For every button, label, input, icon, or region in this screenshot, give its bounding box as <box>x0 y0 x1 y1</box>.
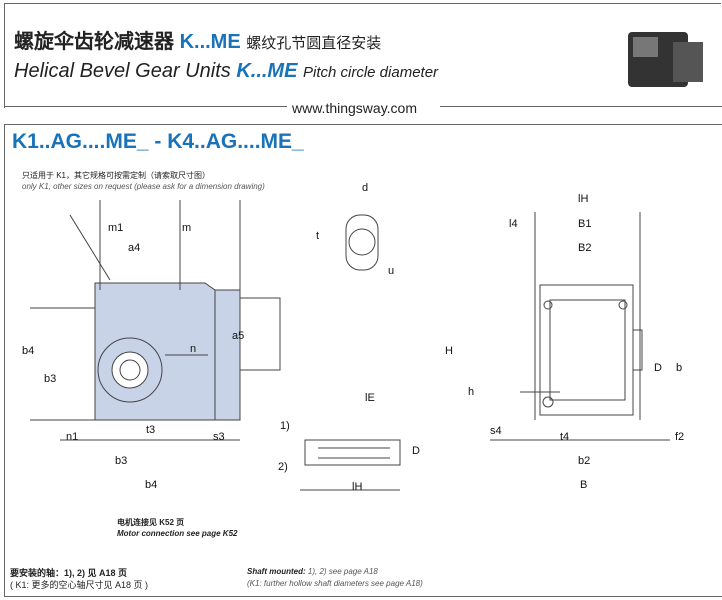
header-box <box>4 3 721 108</box>
dim-b2: b2 <box>578 455 591 467</box>
ref-2: 2) <box>278 461 288 473</box>
divider <box>440 106 722 107</box>
dim-s4: s4 <box>490 425 502 437</box>
dim-t4: t4 <box>560 431 570 443</box>
dim-B1: B1 <box>578 218 592 230</box>
dim-D-right: D <box>654 362 662 374</box>
dim-lH-top: lH <box>578 193 589 205</box>
motor-note-cn: 电机连接见 K52 页 <box>117 518 185 527</box>
shaft-note-cn-1: 要安装的轴：1), 2) 见 A18 页 <box>10 568 128 578</box>
shaft-note-cn-2: ( K1: 更多的空心轴尺寸见 A18 页 ) <box>10 580 149 590</box>
dim-H: H <box>445 345 453 357</box>
section-title: K1..AG....ME_ - K4..AG....ME_ <box>12 130 304 153</box>
dim-a5: a5 <box>232 330 245 342</box>
dim-n1: n1 <box>66 431 79 443</box>
dim-B: B <box>580 479 588 491</box>
dim-f2: f2 <box>675 431 685 443</box>
dim-lE: lE <box>365 392 375 404</box>
dim-a4: a4 <box>128 242 141 254</box>
website-url[interactable]: www.thingsway.com <box>292 100 418 116</box>
shaft-note-en-2: (K1: further hollow shaft diameters see … <box>247 579 423 588</box>
divider <box>4 106 287 107</box>
dim-D: D <box>412 445 420 457</box>
dim-t: t <box>316 230 320 242</box>
title-en: Helical Bevel Gear Units K...ME Pitch ci… <box>14 60 439 82</box>
note-en: only K1, other sizes on request (please … <box>22 182 265 191</box>
note-cn: 只适用于 K1，其它规格可按需定制（请索取尺寸图） <box>22 171 211 180</box>
motor-note-en: Motor connection see page K52 <box>117 529 238 538</box>
dim-b4-bottom: b4 <box>145 479 158 491</box>
dim-B2: B2 <box>578 242 592 254</box>
dim-b3-bottom: b3 <box>115 455 128 467</box>
dim-s3: s3 <box>213 431 225 443</box>
product-photo <box>618 22 710 102</box>
dim-l4: l4 <box>509 218 518 230</box>
title-cn: 螺旋伞齿轮减速器 K...ME 螺纹孔节圆直径安装 <box>14 31 382 53</box>
dim-d: d <box>362 182 369 194</box>
shaft-note-en-1: Shaft mounted: 1), 2) see page A18 <box>247 567 378 576</box>
dim-m1: m1 <box>108 222 124 234</box>
dim-n: n <box>190 343 197 355</box>
dim-t3: t3 <box>146 424 156 436</box>
dim-b: b <box>676 362 683 374</box>
dim-b3: b3 <box>44 373 57 385</box>
dim-lH: lH <box>352 481 363 493</box>
dim-h: h <box>468 386 475 398</box>
ref-1: 1) <box>280 420 290 432</box>
dim-b4: b4 <box>22 345 35 357</box>
dim-u: u <box>388 265 395 277</box>
drawing-box <box>4 124 722 597</box>
dim-m: m <box>182 222 192 234</box>
